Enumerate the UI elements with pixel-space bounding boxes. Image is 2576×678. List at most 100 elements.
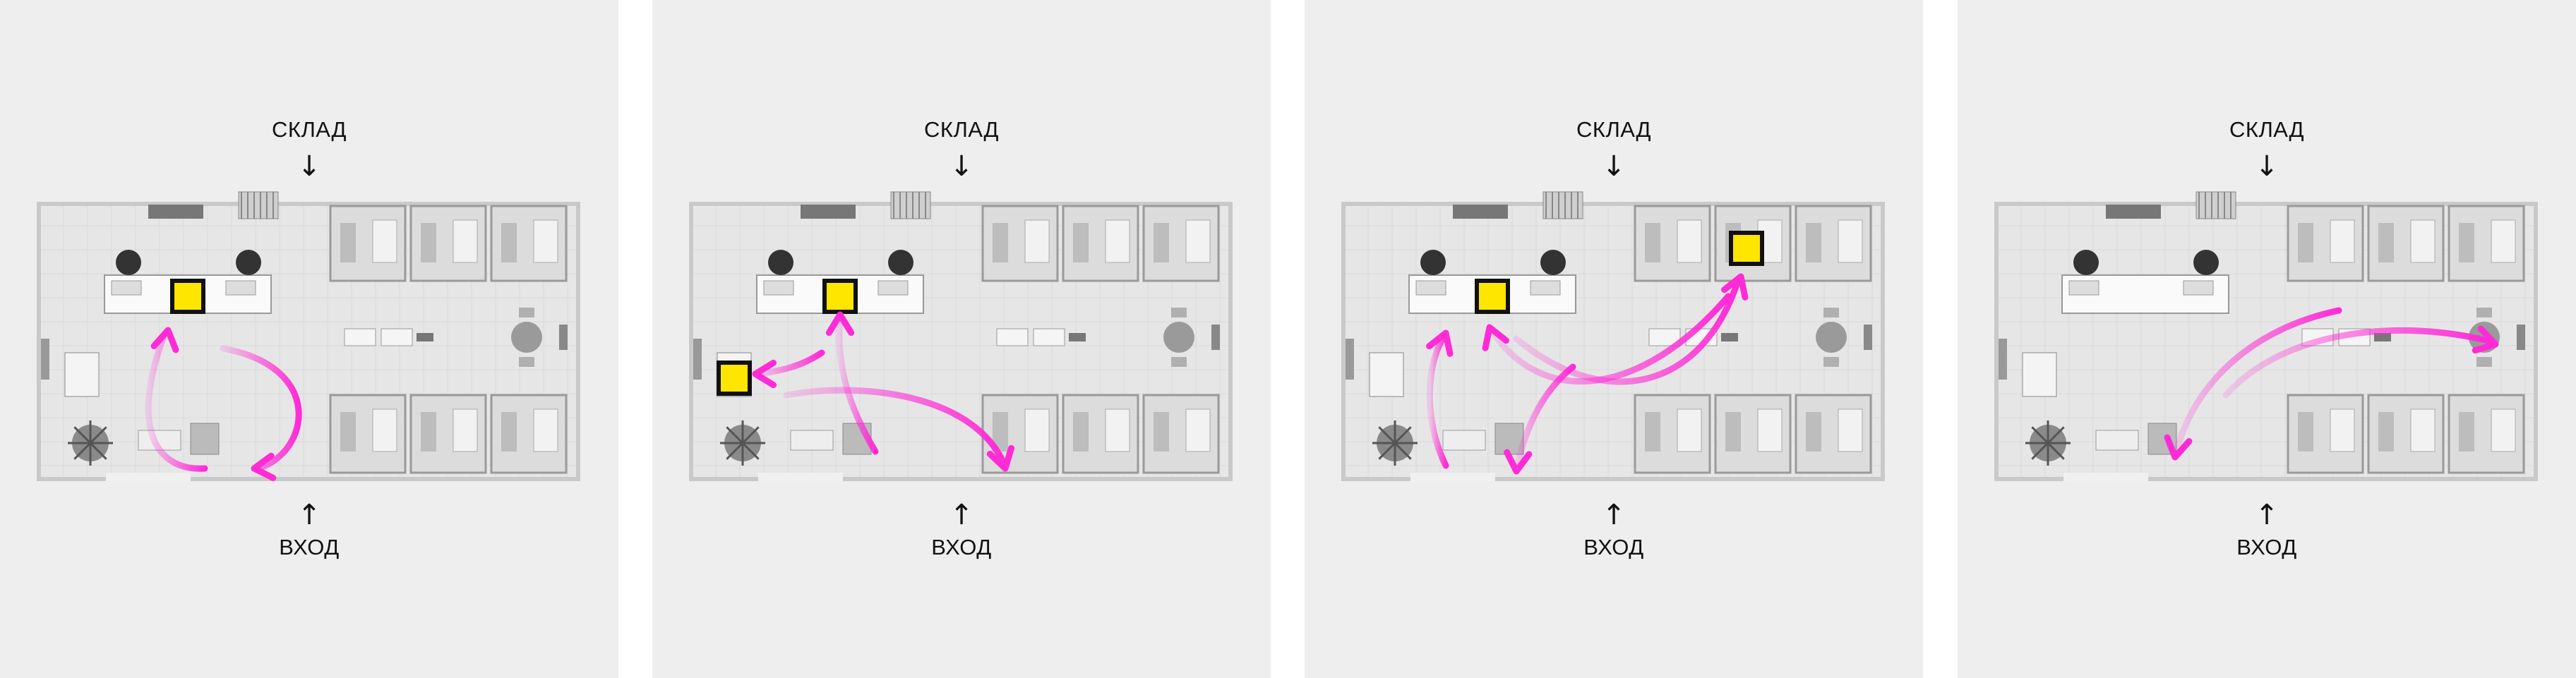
bench [340, 412, 356, 452]
register [111, 280, 142, 296]
left-door [1999, 339, 2007, 380]
bench [2298, 412, 2313, 452]
entrance-gap [1410, 473, 1495, 481]
chair [1823, 357, 1839, 367]
mirror [1185, 408, 1211, 452]
office-chair [888, 250, 913, 275]
up-arrow-icon: ↑ [2255, 499, 2279, 531]
arrow-head-icon [1482, 324, 1509, 351]
office-chair [116, 250, 141, 275]
cabinet [2022, 352, 2057, 397]
floor-plan [689, 191, 1233, 481]
mirror [453, 408, 478, 452]
side-shelf [559, 325, 568, 350]
arrow-head-icon [1504, 449, 1533, 475]
up-arrow-icon: ↑ [1602, 499, 1626, 531]
warehouse-door [890, 191, 931, 219]
bench [1154, 412, 1169, 452]
wall-vent [1453, 205, 1508, 219]
bench [2298, 223, 2313, 262]
register [877, 280, 909, 296]
staff-marker [1475, 279, 1510, 314]
left-door [1346, 339, 1354, 380]
round-table [511, 322, 542, 353]
warehouse-label: СКЛАД [2229, 117, 2304, 142]
mirror [1185, 219, 1211, 263]
register [763, 280, 794, 296]
mirror [1677, 219, 1702, 263]
bench [421, 412, 436, 452]
entrance-gap [758, 473, 843, 481]
warehouse-door [2195, 191, 2236, 219]
bench [1073, 223, 1089, 262]
mirror [2410, 219, 2436, 263]
staff-marker [170, 279, 205, 314]
chair [519, 308, 534, 317]
mirror [1105, 219, 1130, 263]
bench [1725, 412, 1741, 452]
left-door [41, 339, 49, 380]
entrance-label: ВХОД [931, 535, 992, 559]
mirror [1677, 408, 1702, 452]
bench [2459, 223, 2474, 262]
entrance-gap [2063, 473, 2148, 481]
panel-1: СКЛАД ↓ ↑ ВХОД [0, 0, 618, 678]
mirror [372, 408, 397, 452]
shoe-rack [790, 430, 834, 451]
flow-arrow [220, 345, 302, 472]
down-arrow-icon: ↓ [297, 150, 321, 183]
panel-4: СКЛАД ↓ ↑ ВХОД [1958, 0, 2576, 678]
office-chair [1540, 250, 1566, 275]
arrow-head-icon [825, 311, 855, 337]
side-shelf [1211, 325, 1220, 350]
bench [421, 223, 436, 262]
flow-arrow [755, 349, 825, 377]
bench [501, 223, 517, 262]
up-arrow-icon: ↑ [949, 499, 974, 531]
mirror [2410, 408, 2436, 452]
bench [1806, 412, 1821, 452]
flow-arrow [783, 387, 1009, 471]
wall-vent [148, 205, 203, 219]
warehouse-door [1542, 191, 1583, 219]
panel-2: СКЛАД ↓ ↑ ВХОД [652, 0, 1271, 678]
mirror [1024, 408, 1050, 452]
chair [1823, 308, 1839, 317]
arrow-head-icon [986, 444, 1015, 472]
arrow-head-icon [1426, 329, 1454, 357]
entrance-gap [106, 473, 191, 481]
office-chair [2073, 250, 2099, 275]
register [2068, 280, 2099, 296]
warehouse-label: СКЛАД [272, 117, 347, 142]
center-bench [381, 328, 413, 346]
flow-arrow [2222, 327, 2495, 399]
down-arrow-icon: ↓ [949, 150, 974, 183]
entrance-label: ВХОД [2236, 535, 2297, 559]
mirror [533, 408, 558, 452]
mirror [372, 219, 397, 263]
chair [1171, 357, 1187, 367]
flow-arrow [2173, 307, 2342, 455]
center-bench-end [1069, 333, 1086, 341]
bench [2459, 412, 2474, 452]
mirror [1838, 408, 1863, 452]
staff-marker [717, 361, 752, 396]
register [2183, 280, 2214, 296]
wall-vent [801, 205, 856, 219]
left-door [693, 339, 702, 380]
side-shelf [1864, 325, 1872, 350]
floor-plan [1994, 191, 2538, 481]
warehouse-label: СКЛАД [924, 117, 999, 142]
bench [993, 412, 1008, 452]
mirror [1105, 408, 1130, 452]
warehouse-door [238, 191, 279, 219]
mirror [2330, 408, 2355, 452]
flow-arrow [1513, 277, 1742, 385]
wall-vent [2106, 205, 2161, 219]
center-bench-end [2374, 333, 2391, 341]
down-arrow-icon: ↓ [1602, 150, 1626, 183]
flow-arrow [1513, 363, 1576, 472]
round-table [1163, 322, 1194, 353]
bench [501, 412, 517, 452]
panel-3: СКЛАД ↓ ↑ ВХОД [1305, 0, 1923, 678]
